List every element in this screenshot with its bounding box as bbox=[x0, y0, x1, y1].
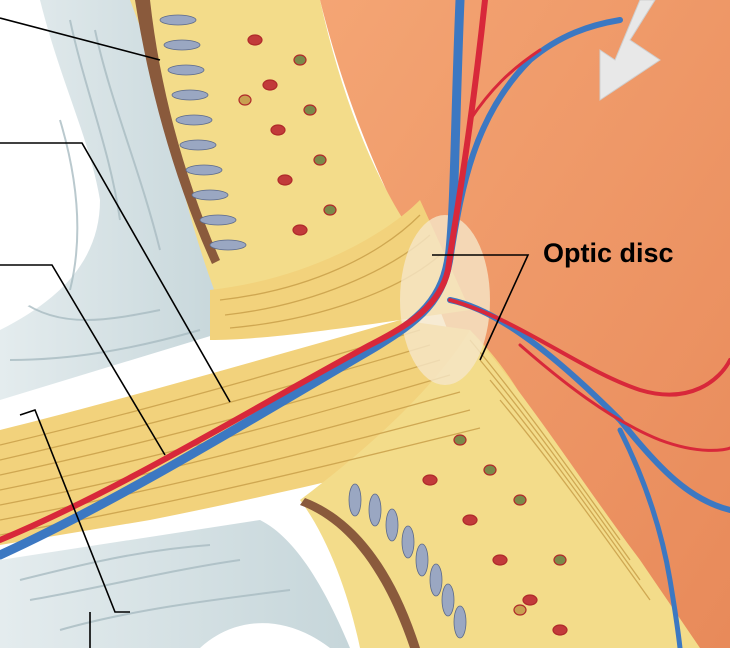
optic-disc-area bbox=[400, 215, 490, 385]
bottom-white-gap bbox=[200, 623, 330, 648]
sclera-lower bbox=[0, 520, 350, 648]
pigment-epithelium-lower bbox=[300, 498, 420, 648]
left-white-gap bbox=[0, 180, 48, 320]
vitreous-body bbox=[320, 0, 730, 648]
lower-retina bbox=[300, 330, 700, 648]
central-retinal-artery bbox=[0, 0, 730, 543]
light-direction-arrow bbox=[599, 0, 661, 101]
pigment-epithelium-upper bbox=[135, 0, 220, 264]
leader-line-artery bbox=[0, 264, 166, 456]
leader-line-photoreceptors bbox=[0, 17, 161, 61]
leader-line-optic-disc bbox=[432, 254, 530, 361]
ganglion-cells-lower bbox=[422, 434, 568, 636]
photoreceptors-lower bbox=[348, 483, 467, 639]
optic-disc-label: Optic disc bbox=[543, 238, 674, 268]
ganglion-cells-upper bbox=[238, 34, 337, 236]
leader-line-fiber-bracket bbox=[19, 409, 130, 613]
sclera-fibers bbox=[9, 19, 291, 631]
photoreceptors-upper bbox=[159, 14, 247, 251]
leader-line-vessels bbox=[0, 142, 231, 403]
leader-lines bbox=[0, 17, 530, 648]
